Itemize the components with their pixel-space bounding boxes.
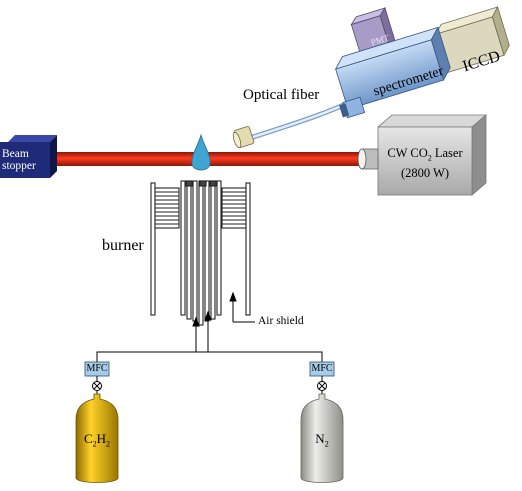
optical-fiber-label: Optical fiber — [243, 87, 320, 103]
iccd-icon — [435, 5, 510, 74]
c2h2-h: H — [96, 431, 107, 446]
laser-label: CW CO2 Laser (2800 W) — [378, 146, 472, 181]
c2h2-c: C — [83, 431, 93, 446]
laser-label-prefix: CW CO — [387, 146, 428, 160]
valve-icon — [317, 376, 327, 394]
c2h2-sub1: 2 — [92, 439, 97, 449]
laser-label-line1: CW CO2 Laser — [378, 146, 472, 166]
gas-lines — [96, 351, 323, 369]
c2h2-sub2: 2 — [106, 439, 111, 449]
beam-stopper-icon — [0, 135, 57, 178]
burner — [150, 180, 251, 326]
laser-icon — [357, 114, 488, 196]
fiber-connector-icon — [232, 126, 255, 149]
n2-sub: 2 — [324, 439, 329, 449]
cylinder-right-label: N2 — [301, 432, 343, 449]
valve-icon — [92, 376, 102, 394]
flow-arrows — [192, 291, 255, 352]
beam-stopper-label-line1: Beam — [2, 148, 29, 160]
mfc-left-label: MFC — [86, 363, 108, 374]
burner-label: burner — [102, 237, 144, 254]
n2-n: N — [315, 431, 325, 446]
flame-icon — [191, 133, 211, 171]
mfc-right-label: MFC — [311, 363, 333, 374]
laser-label-sub: 2 — [427, 153, 432, 163]
laser-label-line2: (2800 W) — [400, 165, 450, 180]
laser-label-suffix: Laser — [431, 146, 463, 160]
gas-cylinder-icon — [300, 393, 344, 483]
beam-stopper-label: Beam stopper — [2, 148, 36, 172]
cylinder-left-label: C2H2 — [76, 432, 118, 449]
spectrometer-icon — [334, 26, 451, 119]
air-shield-label: Air shield — [258, 315, 304, 327]
burner-coil — [155, 191, 246, 225]
beam-stopper-label-line2: stopper — [2, 160, 36, 172]
gas-cylinder-icon — [75, 393, 119, 483]
